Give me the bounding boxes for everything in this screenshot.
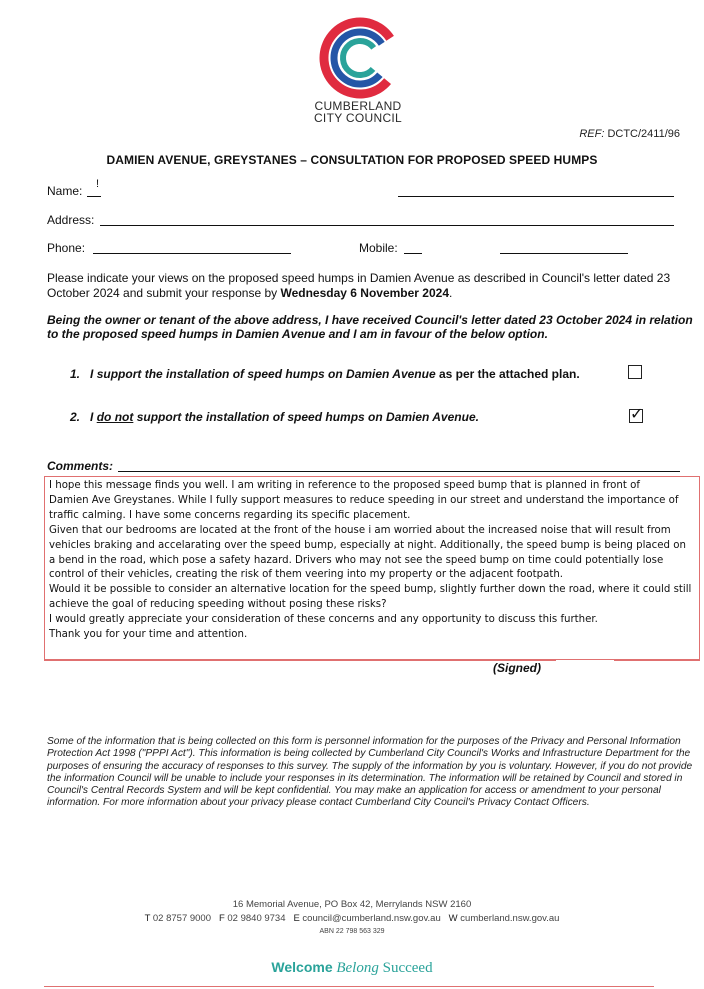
footer-email[interactable]: council@cumberland.nsw.gov.au <box>302 913 441 924</box>
name-label: Name: <box>47 184 83 198</box>
reference-number: REF: DCTC/2411/96 <box>579 128 680 140</box>
intro-paragraph: Please indicate your views on the propos… <box>47 271 695 301</box>
footer-t-label: T <box>144 913 151 924</box>
date-line[interactable] <box>614 660 700 661</box>
council-logo <box>316 14 404 107</box>
council-name-line2: CITY COUNCIL <box>313 111 403 125</box>
name-field-line-right[interactable] <box>398 196 674 197</box>
tagline-belong: Belong <box>336 960 379 976</box>
option-2-underline: do not <box>96 410 134 424</box>
intro-end: . <box>449 286 453 300</box>
footer-phone: 02 8757 9000 <box>152 913 212 924</box>
bottom-rule <box>44 986 654 987</box>
address-label: Address: <box>47 213 95 227</box>
footer-contacts: T 02 8757 9000 F 02 9840 9734 E council@… <box>0 913 704 924</box>
comment-paragraph: Thank you for your time and attention. <box>49 629 248 641</box>
option-1-checkbox[interactable] <box>628 365 642 379</box>
signature-line[interactable] <box>44 660 556 661</box>
council-name: CUMBERLAND CITY COUNCIL <box>290 100 426 124</box>
name-field-line[interactable] <box>87 196 101 197</box>
intro-deadline: Wednesday 6 November 2024 <box>280 286 449 300</box>
ref-label: REF: <box>579 128 605 140</box>
option-2-text: support the installation of speed humps … <box>133 410 479 424</box>
address-field-line[interactable] <box>100 225 674 226</box>
option-2-number: 2. <box>70 410 81 424</box>
name-value: ! <box>96 178 100 190</box>
comment-paragraph: I hope this message finds you well. I am… <box>49 480 640 491</box>
privacy-notice: Some of the information that is being co… <box>47 736 693 809</box>
intro-text: Please indicate your views on the propos… <box>47 271 671 300</box>
phone-field-line[interactable] <box>93 253 291 254</box>
document-title: DAMIEN AVENUE, GREYSTANES – CONSULTATION… <box>106 153 598 167</box>
mobile-field-line-right[interactable] <box>500 253 628 254</box>
option-1-number: 1. <box>70 367 81 381</box>
footer-e-label: E <box>293 913 300 924</box>
tagline-welcome: Welcome <box>271 959 333 975</box>
phone-label: Phone: <box>47 241 86 255</box>
footer-f-label: F <box>218 913 225 924</box>
option-1-suffix: as per the attached plan. <box>435 367 580 381</box>
comment-paragraph: Damien Ave Greystanes. While I fully sup… <box>49 494 679 521</box>
tagline-succeed: Succeed <box>382 960 433 976</box>
footer-fax: 02 9840 9734 <box>227 913 286 924</box>
mobile-label: Mobile: <box>359 241 398 255</box>
option-1: 1. I support the installation of speed h… <box>70 367 580 381</box>
comment-paragraph: Given that our bedrooms are located at t… <box>49 524 686 581</box>
council-name-line1: CUMBERLAND <box>314 99 402 113</box>
checkmark-icon: ✓ <box>630 404 644 423</box>
declaration-paragraph: Being the owner or tenant of the above a… <box>47 313 693 341</box>
ref-value: DCTC/2411/96 <box>607 128 680 140</box>
comments-label: Comments: <box>47 459 114 473</box>
footer-address: 16 Memorial Avenue, PO Box 42, Merryland… <box>232 899 472 910</box>
option-2-checkbox[interactable]: ✓ <box>629 404 643 423</box>
comments-line <box>118 471 680 472</box>
comment-paragraph: Would it be possible to consider an alte… <box>49 584 692 611</box>
footer-w-label: W <box>448 913 458 924</box>
footer-abn: ABN 22 798 563 329 <box>319 928 385 935</box>
logo-mark-icon <box>319 17 401 99</box>
footer-website[interactable]: cumberland.nsw.gov.au <box>460 913 560 924</box>
comment-paragraph: I would greatly appreciate your consider… <box>49 614 598 626</box>
comments-textbox[interactable]: I hope this message finds you well. I am… <box>44 476 700 660</box>
mobile-field-line[interactable] <box>404 253 422 254</box>
tagline: Welcome Belong Succeed <box>0 959 704 977</box>
option-2-pre: I <box>90 410 97 424</box>
option-1-text: I support the installation of speed hump… <box>90 367 436 381</box>
option-2: 2. I do not support the installation of … <box>70 410 479 424</box>
signed-label: (Signed) <box>493 661 541 675</box>
